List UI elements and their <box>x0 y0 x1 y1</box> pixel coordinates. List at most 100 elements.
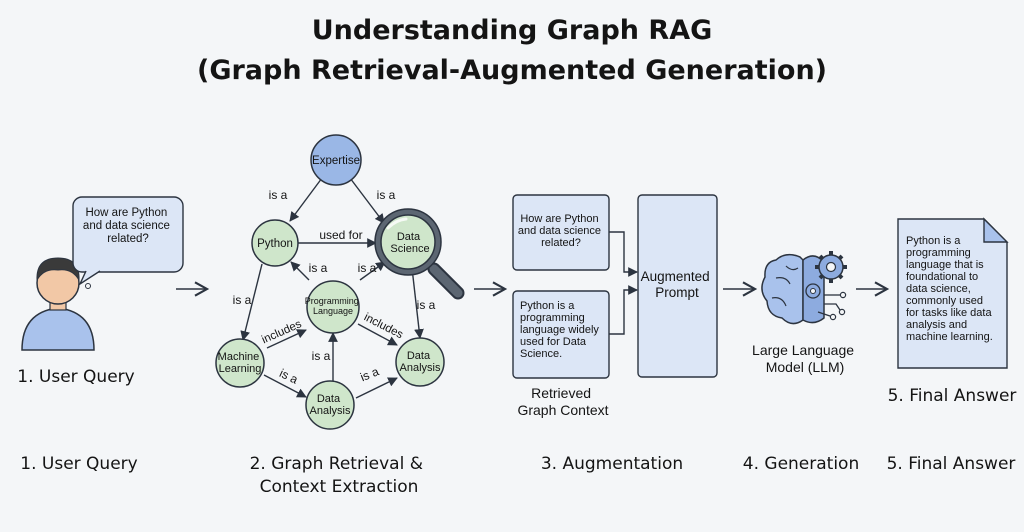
context-box-text-line: used for Data <box>520 336 587 348</box>
brain-left <box>761 253 804 325</box>
edge-ml-python <box>240 263 263 341</box>
context-box-text: Python is a programming language widely … <box>520 300 602 360</box>
step-label-4: 4. Generation <box>743 454 859 474</box>
node-data-analysis-right <box>395 337 445 387</box>
node-label-line: Data <box>407 350 431 362</box>
edge-analysis-analysis <box>355 377 398 399</box>
gear-teeth <box>815 251 847 283</box>
node-label: Machine Learning <box>218 351 263 375</box>
bubble-text-line: How are Python <box>85 207 167 219</box>
node-data-science <box>380 214 436 270</box>
speech-bubble <box>72 196 184 289</box>
node-label-line: Language <box>313 306 353 316</box>
diagram-title-line1: Understanding Graph RAG <box>311 15 713 46</box>
step-label-1: 1. User Query <box>20 454 137 474</box>
brain-gear-icon <box>761 251 847 325</box>
connector-query-prompt <box>609 231 638 277</box>
answer-text-line: language that is <box>906 259 984 271</box>
answer-text-line: programming <box>906 247 971 259</box>
context-box-text-line: programming <box>520 312 585 324</box>
edge-python-expertise <box>289 177 323 222</box>
step-label-2: 2. Graph Retrieval & Context Extraction <box>250 454 429 497</box>
circuit-nodes <box>829 291 847 321</box>
node-expertise <box>310 134 362 186</box>
node-data-analysis-bottom <box>305 380 355 430</box>
node-label-line: Science <box>390 243 429 255</box>
context-label-line: Retrieved <box>531 385 591 401</box>
edge-proglang-python <box>290 261 310 281</box>
query-box-text-line: and data science <box>518 225 601 237</box>
augmented-prompt-box <box>637 194 718 378</box>
step-labels: 1. User Query 2. Graph Retrieval & Conte… <box>20 454 1015 497</box>
document-fold <box>983 217 1009 243</box>
context-box-text-line: Science. <box>520 348 562 360</box>
query-box-text: How are Python and data science related? <box>518 213 604 249</box>
connector-context-prompt <box>609 285 638 335</box>
graph-nodes: Expertise Python Programming Language Ma… <box>215 134 465 430</box>
edge-label: is a <box>377 188 396 202</box>
bubble-text-line: and data science <box>83 220 170 232</box>
context-label: Retrieved Graph Context <box>517 385 608 418</box>
edge-label: includes <box>362 311 405 341</box>
edge-datascience-expertise <box>349 177 385 224</box>
prompt-label: Augmented Prompt <box>641 269 714 300</box>
gear-hub <box>825 261 837 273</box>
edge-label: is a <box>233 293 252 307</box>
edge-label: is a <box>312 349 331 363</box>
node-machine-learning <box>215 338 265 388</box>
step-label-2-line: 2. Graph Retrieval & <box>250 454 423 474</box>
query-box-text-line: How are Python <box>520 213 598 225</box>
edge-ml-analysis <box>263 374 307 398</box>
node-label: Data Analysis <box>400 350 441 374</box>
answer-text-line: Python is a <box>906 235 961 247</box>
node-label-line: Data <box>397 231 421 243</box>
magnifier-glare <box>386 217 408 230</box>
bubble-text: How are Python and data science related? <box>83 207 173 245</box>
edge-label: is a <box>358 364 381 384</box>
llm-label: Large Language Model (LLM) <box>752 342 858 375</box>
edge-label: used for <box>319 228 362 242</box>
bubble-text-line: related? <box>107 233 149 245</box>
answer-text-line: for tasks like data <box>906 307 992 319</box>
edge-datascience-analysis <box>411 267 424 339</box>
answer-text-line: analysis and <box>906 319 967 331</box>
node-label: Data Science <box>390 231 429 255</box>
step-label-2-line: Context Extraction <box>260 477 419 497</box>
edge-label: includes <box>260 318 304 346</box>
node-label-line: Programming <box>305 296 359 306</box>
node-label: Programming Language <box>305 296 362 316</box>
edge-includes-right <box>357 323 398 346</box>
answer-text-line: machine learning. <box>906 331 993 343</box>
node-label: Expertise <box>312 155 360 167</box>
answer-document-icon <box>897 218 1008 369</box>
edge-label: is a <box>269 188 288 202</box>
answer-label: 5. Final Answer <box>888 386 1017 406</box>
edge-label: is a <box>309 261 328 275</box>
user-person-icon <box>21 257 95 351</box>
brain-folds <box>771 265 799 307</box>
edge-labels: is a is a used for is a is a is a is a i… <box>233 188 436 387</box>
node-label: Python <box>257 238 293 250</box>
prompt-label-line: Prompt <box>655 285 699 300</box>
answer-text-line: commonly used <box>906 295 983 307</box>
node-label-line: Machine <box>218 351 260 363</box>
node-label: Data Analysis <box>310 393 351 417</box>
step-label-5: 5. Final Answer <box>887 454 1016 474</box>
llm-label-line: Model (LLM) <box>766 359 845 375</box>
answer-text-line: foundational to <box>906 271 978 283</box>
answer-text-line: data science, <box>906 283 971 295</box>
node-label-line: Data <box>317 393 341 405</box>
context-label-line: Graph Context <box>517 402 608 418</box>
context-box-text-line: language widely <box>520 324 599 336</box>
node-programming-language <box>306 280 360 334</box>
node-python <box>251 219 299 267</box>
query-box-text-line: related? <box>541 237 581 249</box>
diagram-title-line2: (Graph Retrieval-Augmented Generation) <box>196 55 828 86</box>
edge-label: is a <box>358 261 377 275</box>
query-label: 1. User Query <box>17 367 134 387</box>
edge-label: is a <box>417 298 436 312</box>
llm-label-line: Large Language <box>752 342 854 358</box>
node-label-line: Analysis <box>310 405 351 417</box>
prompt-label-line: Augmented <box>641 269 710 284</box>
